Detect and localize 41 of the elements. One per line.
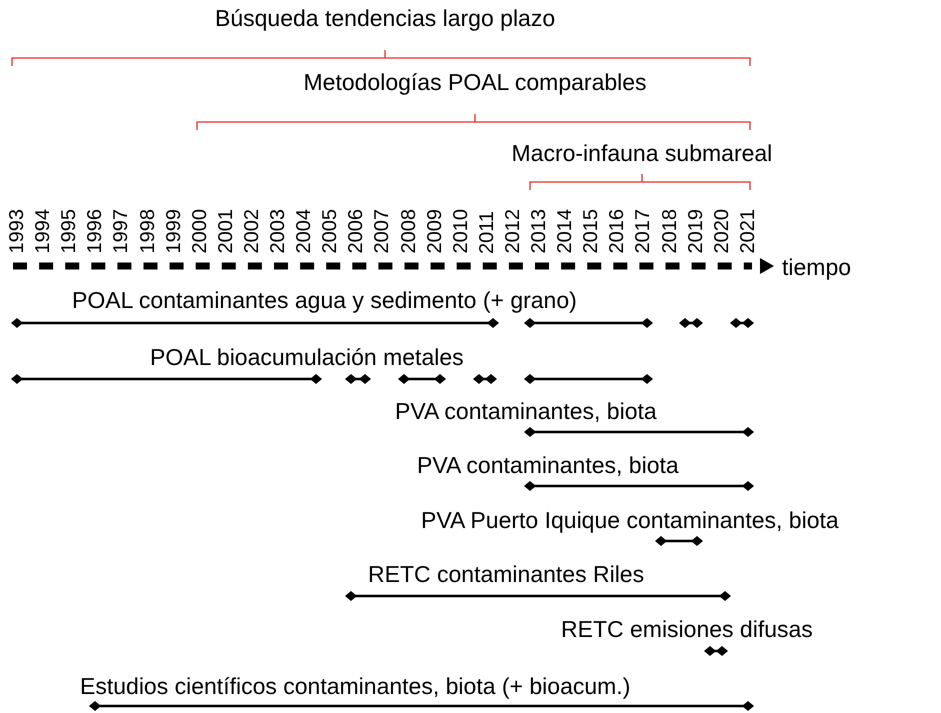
dataset-label: POAL contaminantes agua y sedimento (+ grano) — [72, 287, 577, 313]
year-label: 1993 — [6, 209, 28, 254]
year-label: 2019 — [684, 209, 707, 254]
year-label: 2009 — [424, 209, 446, 254]
year-label: 2007 — [371, 209, 394, 254]
dataset-label: Estudios científicos contaminantes, biota (+ bioacum.) — [80, 673, 630, 699]
year-label: 1994 — [32, 209, 54, 254]
year-label: 1996 — [84, 209, 106, 254]
dataset-label: PVA Puerto Iquique contaminantes, biota — [421, 507, 839, 533]
bracket-title: Búsqueda tendencias largo plazo — [215, 5, 556, 31]
year-label: 2020 — [710, 209, 733, 254]
dataset-label: PVA contaminantes, biota — [417, 452, 679, 478]
year-label: 2008 — [398, 209, 420, 254]
year-label: 2017 — [632, 209, 654, 254]
year-label: 2000 — [188, 209, 211, 254]
year-label: 1995 — [58, 209, 80, 254]
dataset-label: RETC emisiones difusas — [561, 616, 813, 642]
year-label: 2004 — [293, 209, 316, 254]
axis-label: tiempo — [782, 254, 852, 280]
year-label: 2021 — [736, 209, 759, 254]
year-label: 2014 — [554, 209, 576, 254]
dataset-label: RETC contaminantes Riles — [368, 561, 644, 587]
year-label: 2002 — [240, 209, 263, 254]
year-label: 1997 — [110, 209, 132, 254]
bracket-title: Macro-infauna submareal — [512, 140, 772, 166]
year-label: 2013 — [528, 209, 550, 254]
year-label: 2016 — [606, 209, 628, 254]
year-label: 2003 — [267, 209, 289, 254]
year-label: 1998 — [136, 209, 158, 254]
year-label: 2010 — [450, 209, 472, 254]
year-label: 2005 — [319, 209, 342, 254]
year-label: 2015 — [580, 209, 602, 254]
year-label: 2012 — [502, 209, 524, 254]
year-label: 2001 — [214, 209, 237, 254]
year-label: 2018 — [658, 209, 680, 254]
dataset-label: POAL bioacumulación metales — [150, 344, 464, 370]
year-label: 2011 — [476, 211, 498, 254]
bracket-title: Metodologías POAL comparables — [304, 69, 647, 95]
year-label: 1999 — [162, 209, 185, 254]
year-label: 2006 — [345, 209, 368, 254]
dataset-label: PVA contaminantes, biota — [395, 398, 657, 424]
